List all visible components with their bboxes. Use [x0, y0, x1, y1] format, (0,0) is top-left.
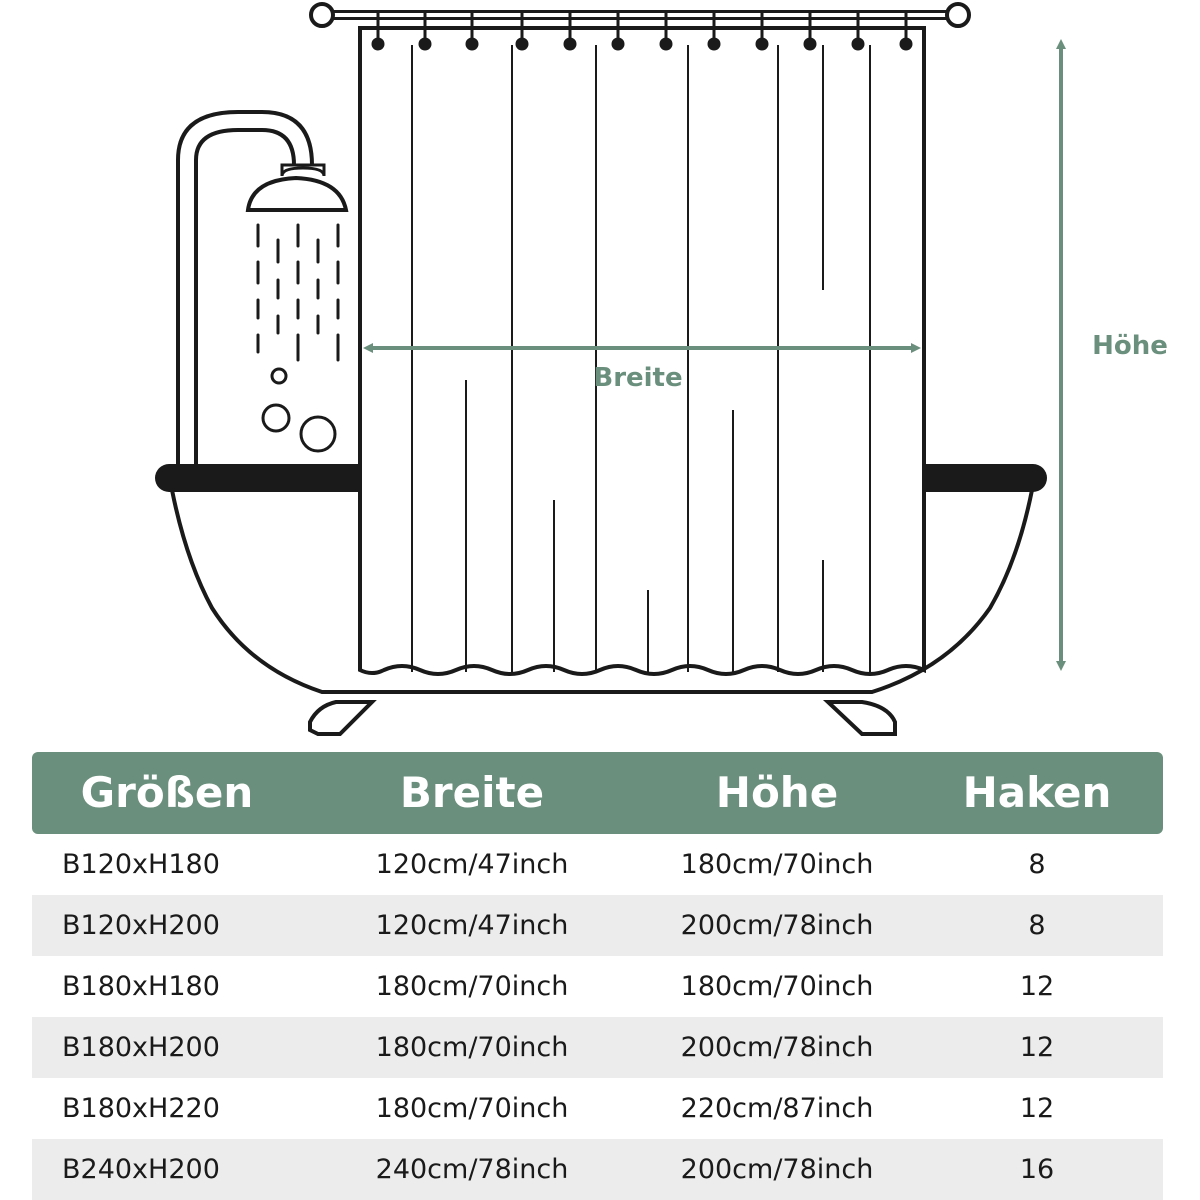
size-cell: B120xH180 — [62, 849, 220, 880]
bubbles-icon — [261, 367, 337, 453]
header-haken: Haken — [962, 768, 1112, 817]
height-cell: 180cm/70inch — [680, 849, 874, 880]
header-breite: Breite — [399, 768, 545, 817]
shower-head-icon — [245, 163, 349, 212]
bathtub-shower-illustration: Breite Höhe — [155, 2, 1168, 736]
table-row: B180xH180 180cm/70inch 180cm/70inch 12 — [32, 956, 1163, 1017]
curtain-rod — [309, 2, 971, 28]
curtain-folds — [411, 45, 871, 672]
tub-foot-right — [822, 700, 897, 736]
size-cell: B120xH200 — [62, 910, 220, 941]
height-cell: 200cm/78inch — [680, 1032, 874, 1063]
hooks-cell: 12 — [1019, 1093, 1055, 1124]
table-row: B240xH200 240cm/78inch 200cm/78inch 16 — [32, 1139, 1163, 1200]
height-label: Höhe — [1092, 331, 1168, 361]
width-cell: 180cm/70inch — [375, 1032, 569, 1063]
height-cell: 200cm/78inch — [680, 1154, 874, 1185]
size-cell: B180xH220 — [62, 1093, 220, 1124]
width-cell: 120cm/47inch — [375, 910, 569, 941]
height-cell: 200cm/78inch — [680, 910, 874, 941]
curtain-hooks-icon — [371, 10, 913, 51]
size-cell: B240xH200 — [62, 1154, 220, 1185]
table-row: B120xH200 120cm/47inch 200cm/78inch 8 — [32, 895, 1163, 956]
width-cell: 180cm/70inch — [375, 971, 569, 1002]
shower-pipe-icon — [176, 110, 314, 472]
tub-foot-left — [308, 700, 377, 736]
header-hoehe: Höhe — [715, 768, 839, 817]
hooks-cell: 12 — [1019, 971, 1055, 1002]
size-table: Größen Breite Höhe Haken B120xH180 120cm… — [32, 752, 1163, 1200]
water-drops-icon — [256, 223, 340, 362]
table-header: Größen Breite Höhe Haken — [32, 752, 1163, 834]
hooks-cell: 16 — [1019, 1154, 1055, 1185]
size-cell: B180xH200 — [62, 1032, 220, 1063]
size-cell: B180xH180 — [62, 971, 220, 1002]
height-cell: 220cm/87inch — [680, 1093, 874, 1124]
hooks-cell: 12 — [1019, 1032, 1055, 1063]
hooks-cell: 8 — [1028, 910, 1046, 941]
hooks-cell: 8 — [1028, 849, 1046, 880]
width-cell: 240cm/78inch — [375, 1154, 569, 1185]
table-row: B180xH220 180cm/70inch 220cm/87inch 12 — [32, 1078, 1163, 1139]
width-cell: 120cm/47inch — [375, 849, 569, 880]
width-label: Breite — [593, 363, 682, 393]
height-cell: 180cm/70inch — [680, 971, 874, 1002]
header-groessen: Größen — [80, 768, 254, 817]
table-row: B120xH180 120cm/47inch 180cm/70inch 8 — [32, 834, 1163, 895]
shower-curtain — [358, 26, 926, 676]
width-cell: 180cm/70inch — [375, 1093, 569, 1124]
table-row: B180xH200 180cm/70inch 200cm/78inch 12 — [32, 1017, 1163, 1078]
